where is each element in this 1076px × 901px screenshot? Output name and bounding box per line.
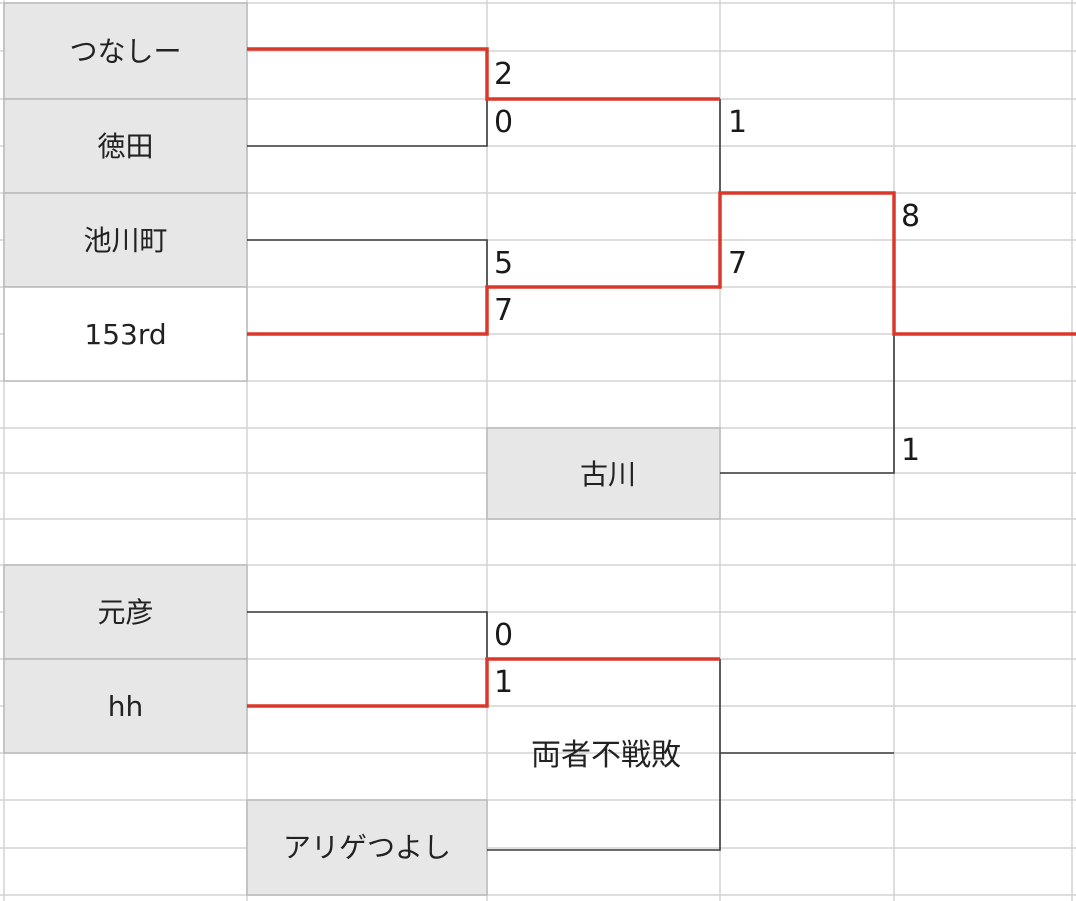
player-name-1: つなしー: [69, 35, 181, 68]
player-name-5: 古川: [580, 458, 636, 491]
player-name-7: hh: [108, 690, 144, 723]
bracket-line-p5-final: [720, 334, 895, 474]
score-r2-bottom: 7: [728, 246, 747, 281]
score-r1m3-top: 0: [494, 618, 513, 653]
bracket-line-p2-r1: [247, 99, 488, 147]
player-cell-8: アリゲつよし: [246, 799, 488, 896]
player-name-3: 池川町: [83, 224, 167, 257]
score-r1m3-bottom: 1: [494, 665, 513, 700]
player-name-2: 徳田: [97, 130, 153, 163]
player-cell-7: hh: [3, 658, 248, 754]
double-forfeit-note: 両者不戦敗: [531, 738, 681, 773]
score-r1m2-top: 5: [494, 246, 513, 281]
player-cell-1: つなしー: [3, 2, 248, 100]
player-cell-5: 古川: [486, 427, 721, 520]
winner-line-p1: [247, 47, 720, 101]
player-name-6: 元彦: [97, 596, 153, 629]
bracket-line-p3-r1: [247, 239, 488, 287]
player-cell-3: 池川町: [3, 192, 248, 288]
winner-line-p7: [247, 657, 720, 708]
score-r1m1-bottom: 0: [494, 105, 513, 140]
score-final-bottom: 1: [901, 433, 920, 468]
bracket-line-p6-r1: [247, 611, 488, 659]
bracket-line-p8-r1: [487, 753, 721, 851]
player-cell-6: 元彦: [3, 564, 248, 660]
player-cell-4: 153rd: [3, 286, 248, 382]
score-r2-top: 1: [728, 105, 747, 140]
score-r1m2-bottom: 7: [494, 293, 513, 328]
player-cell-2: 徳田: [3, 98, 248, 194]
score-final-top: 8: [901, 199, 920, 234]
score-r1m1-top: 2: [494, 57, 513, 92]
winner-line-p4: [247, 191, 1076, 336]
player-name-8: アリゲつよし: [283, 831, 451, 864]
player-name-4: 153rd: [84, 318, 166, 351]
